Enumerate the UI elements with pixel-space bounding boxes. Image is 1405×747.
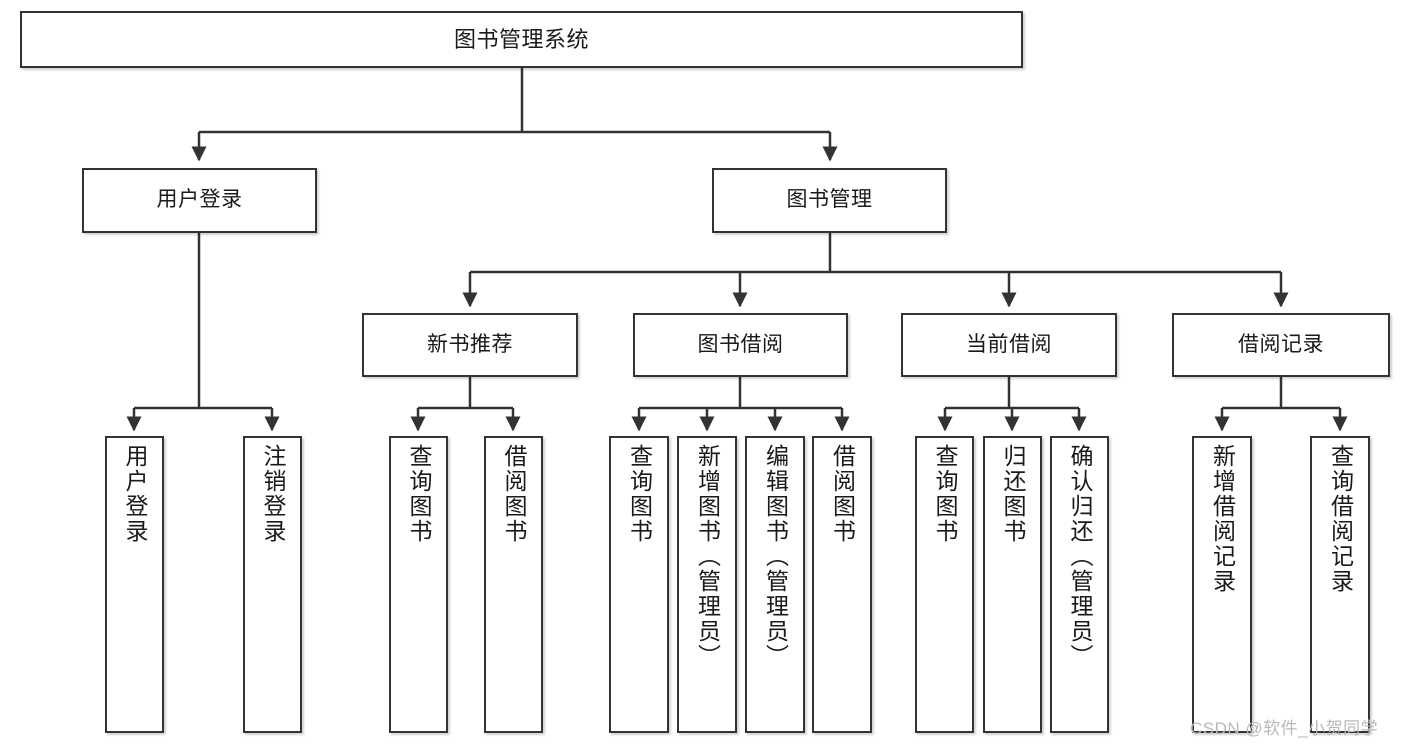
leaf-new-book-borrow-book[interactable]: 借阅图书 [484,436,543,733]
node-label: 确认归还（管理员） [1067,444,1093,669]
node-label: 注销登录 [260,444,286,544]
node-label: 借阅图书 [829,444,856,544]
leaf-current-borrow-query-book[interactable]: 查询图书 [915,436,974,733]
node-root-book-management-system[interactable]: 图书管理系统 [20,11,1023,68]
leaf-book-borrow-query-book[interactable]: 查询图书 [609,436,669,733]
leaf-user-login-login[interactable]: 用户登录 [105,436,164,733]
node-label: 用户登录 [122,444,148,544]
leaf-book-borrow-borrow-book[interactable]: 借阅图书 [812,436,872,733]
node-label: 借阅图书 [501,444,527,544]
node-book-management[interactable]: 图书管理 [712,168,947,233]
node-label: 新增借阅记录 [1209,444,1236,594]
leaf-borrow-record-add-record[interactable]: 新增借阅记录 [1192,436,1252,733]
node-current-borrowing[interactable]: 当前借阅 [901,313,1117,377]
leaf-user-login-logout[interactable]: 注销登录 [243,436,302,733]
node-label: 查询图书 [406,444,432,544]
node-book-borrowing[interactable]: 图书借阅 [633,313,848,377]
leaf-book-borrow-edit-book-admin[interactable]: 编辑图书（管理员） [745,436,805,733]
node-label: 当前借阅 [966,332,1052,356]
leaf-book-borrow-add-book-admin[interactable]: 新增图书（管理员） [677,436,737,733]
node-label: 查询借阅记录 [1327,444,1354,594]
leaf-new-book-query-book[interactable]: 查询图书 [389,436,448,733]
node-label: 用户登录 [156,188,243,212]
node-label: 图书管理系统 [453,26,589,52]
node-new-book-recommendation[interactable]: 新书推荐 [362,313,578,377]
node-label: 新增图书（管理员） [694,444,721,669]
node-label: 查询图书 [932,444,958,544]
node-borrowing-record[interactable]: 借阅记录 [1172,313,1390,377]
node-label: 图书借阅 [697,332,784,356]
node-label: 编辑图书（管理员） [762,444,789,669]
node-label: 借阅记录 [1238,332,1324,356]
leaf-current-borrow-return-book[interactable]: 归还图书 [983,436,1042,733]
node-label: 图书管理 [786,188,873,212]
node-label: 查询图书 [626,444,653,544]
node-label: 新书推荐 [427,332,513,356]
csdn-watermark: CSDN @软件_小贺同学 [1190,719,1379,738]
node-label: 归还图书 [1000,444,1026,544]
node-user-login[interactable]: 用户登录 [82,168,317,233]
leaf-borrow-record-query-record[interactable]: 查询借阅记录 [1310,436,1370,733]
leaf-current-borrow-confirm-return-admin[interactable]: 确认归还（管理员） [1050,436,1109,733]
